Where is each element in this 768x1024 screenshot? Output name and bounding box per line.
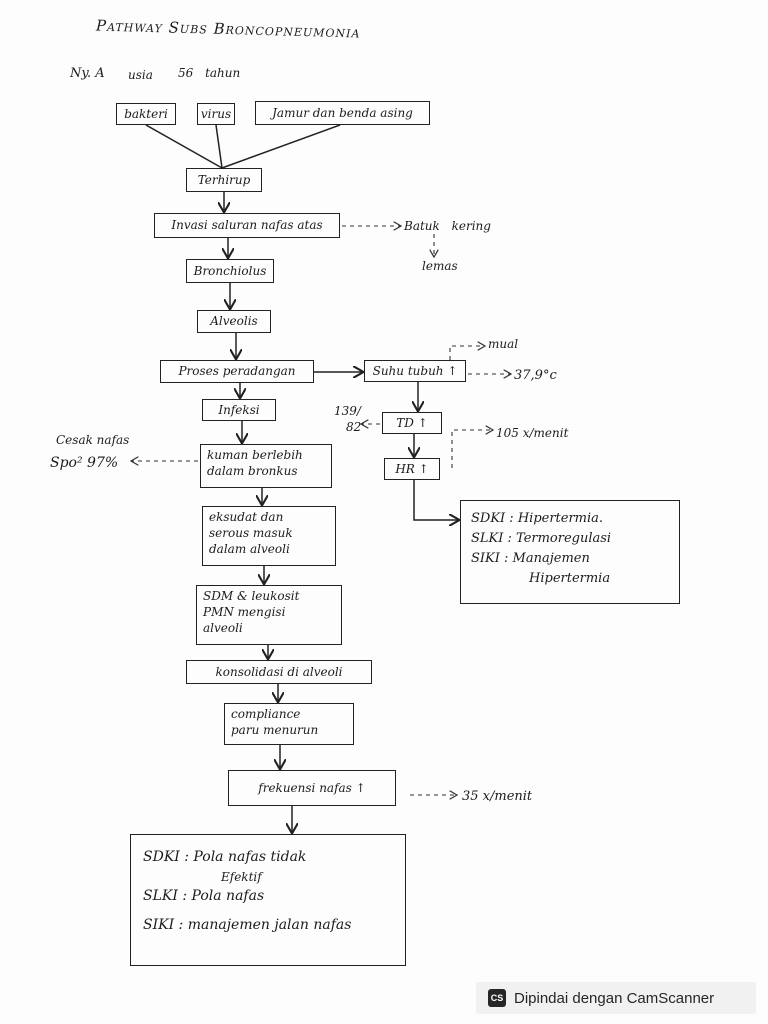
flow-compliance: compliance paru menurun <box>224 703 354 745</box>
flow-kuman-line-1: kuman berlebih <box>207 448 303 462</box>
note-rr-value: 35 x/menit <box>462 789 533 804</box>
note-lemas: lemas <box>422 259 458 273</box>
flow-invasi: Invasi saluran nafas atas <box>154 213 340 238</box>
diagnosis-nafas-slki: SLKI : Pola nafas <box>143 888 265 904</box>
camscanner-watermark: CS Dipindai dengan CamScanner <box>476 982 756 1014</box>
flow-eksudat-line-1: eksudat dan <box>209 510 284 524</box>
flow-sdm-line-2: PMN mengisi <box>203 605 286 620</box>
flow-eksudat-line-2: serous masuk <box>209 526 293 541</box>
cause-jamur: Jamur dan benda asing <box>255 101 430 125</box>
flow-kuman-line-2: dalam bronkus <box>207 464 298 479</box>
connector-virus-terhirup <box>215 124 223 169</box>
flow-kuman: kuman berlebih dalam bronkus <box>200 444 332 488</box>
camscanner-text: Dipindai dengan CamScanner <box>514 989 715 1007</box>
cause-virus: virus <box>197 103 235 125</box>
flow-sdm-line-1: SDM & leukosit <box>203 589 300 603</box>
flow-compliance-line-2: paru menurun <box>231 723 319 738</box>
diagnosis-hipertermia-siki-2: Hipertermia <box>529 571 611 587</box>
note-hr-value: 105 x/menit <box>496 426 569 440</box>
note-suhu-value: 37,9°c <box>514 368 557 383</box>
flow-konsolidasi: konsolidasi di alveoli <box>186 660 372 684</box>
flow-sdm: SDM & leukosit PMN mengisi alveoli <box>196 585 342 645</box>
cause-bakteri: bakteri <box>116 103 176 125</box>
arrow-hr-diagnosis <box>413 480 458 520</box>
flow-eksudat: eksudat dan serous masuk dalam alveoli <box>202 506 336 566</box>
diagnosis-nafas-sdki-1: SDKI : Pola nafas tidak <box>143 849 307 865</box>
connector-bakteri-terhirup <box>145 124 223 169</box>
flow-eksudat-line-3: dalam alveoli <box>209 542 290 557</box>
flow-frekuensi-nafas: frekuensi nafas ↑ <box>228 770 396 806</box>
diagnosis-hipertermia-sdki: SDKI : Hipertermia. <box>471 511 604 526</box>
connector-jamur-terhirup <box>221 124 341 169</box>
flow-compliance-line-1: compliance <box>231 707 301 721</box>
diagnosis-nafas-siki: SIKI : manajemen jalan nafas <box>143 917 352 933</box>
note-mual: mual <box>488 337 519 351</box>
diagnosis-hipertermia-box: SDKI : Hipertermia. SLKI : Termoregulasi… <box>460 500 680 604</box>
diagnosis-nafas-sdki-2: Efektif <box>221 870 262 884</box>
dash-suhu-mual <box>449 346 484 360</box>
flow-terhirup: Terhirup <box>186 168 262 192</box>
camscanner-logo-icon: CS <box>488 989 506 1007</box>
note-batuk-kering: Batuk kering <box>404 219 491 233</box>
note-sesak-nafas: Cesak nafas <box>56 433 130 447</box>
patient-name: Ny. A <box>70 66 105 81</box>
note-spo2: Spo² 97% <box>50 455 119 471</box>
diagnosis-hipertermia-slki: SLKI : Termoregulasi <box>471 531 612 547</box>
patient-age-label: usia <box>128 68 153 82</box>
note-td-value-1: 139/ <box>334 404 361 418</box>
note-td-value-2: 82 <box>346 420 362 434</box>
diagnosis-pola-nafas-box: SDKI : Pola nafas tidak Efektif SLKI : P… <box>130 834 406 966</box>
flow-sdm-line-3: alveoli <box>203 621 243 636</box>
patient-age: 56 tahun <box>178 66 241 80</box>
dash-hr-value <box>451 430 492 468</box>
diagnosis-hipertermia-siki-1: SIKI : Manajemen <box>471 551 590 567</box>
